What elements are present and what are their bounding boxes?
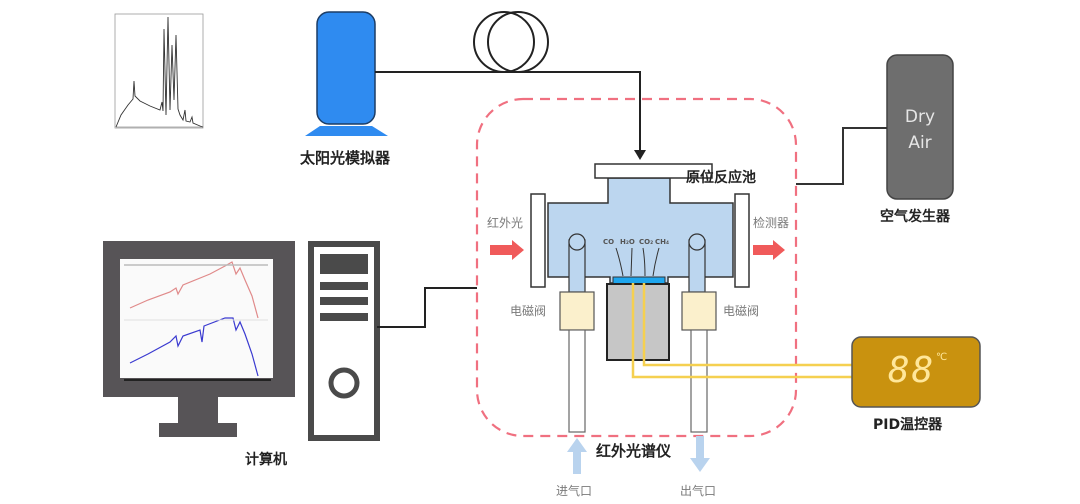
gas-label-co: CO — [603, 238, 615, 246]
gas-label-co2: CO₂ — [639, 238, 654, 246]
air-line — [796, 127, 887, 185]
ir-spectrometer-boundary — [475, 97, 798, 438]
label-pid-controller: PID温控器 — [873, 417, 943, 433]
left-gas-line — [559, 233, 595, 433]
pid-display: 88 — [888, 350, 936, 391]
data-cable — [377, 287, 477, 328]
label-solar-simulator: 太阳光模拟器 — [300, 149, 391, 167]
label-computer: 计算机 — [245, 452, 287, 468]
air-box-text: Dry Air — [887, 104, 953, 156]
computer-tower — [308, 241, 380, 441]
label-reaction-cell: 原位反应池 — [686, 170, 756, 186]
outlet-arrow — [690, 436, 710, 472]
air-box-line1: Dry — [904, 107, 936, 127]
computer-monitor — [103, 241, 295, 437]
pid-unit: ℃ — [936, 352, 948, 363]
heater-block — [606, 283, 670, 361]
thermocouple-wires — [631, 283, 852, 379]
inlet-arrow — [567, 438, 587, 474]
label-air-generator: 空气发生器 — [880, 209, 950, 225]
right-gas-line — [681, 233, 717, 433]
label-detector: 检测器 — [753, 216, 790, 230]
ir-arrows — [490, 240, 785, 260]
gas-label-ch4: CH₄ — [655, 238, 670, 246]
gas-arrows — [615, 247, 660, 277]
label-ir-spectrometer: 红外光谱仪 — [596, 442, 672, 460]
reaction-cell — [530, 163, 750, 288]
solar-spectrum-chart — [114, 13, 204, 129]
solar-simulator-icon — [305, 11, 388, 136]
label-valve-left: 电磁阀 — [510, 304, 547, 318]
air-box-line2: Air — [908, 133, 932, 153]
gas-label-h2o: H₂O — [620, 238, 635, 246]
label-ir-light: 红外光 — [487, 216, 524, 230]
pid-controller — [851, 336, 981, 408]
label-valve-right: 电磁阀 — [723, 304, 760, 318]
label-outlet: 出气口 — [680, 484, 717, 498]
label-inlet: 进气口 — [556, 484, 593, 498]
optical-fiber — [375, 11, 646, 160]
